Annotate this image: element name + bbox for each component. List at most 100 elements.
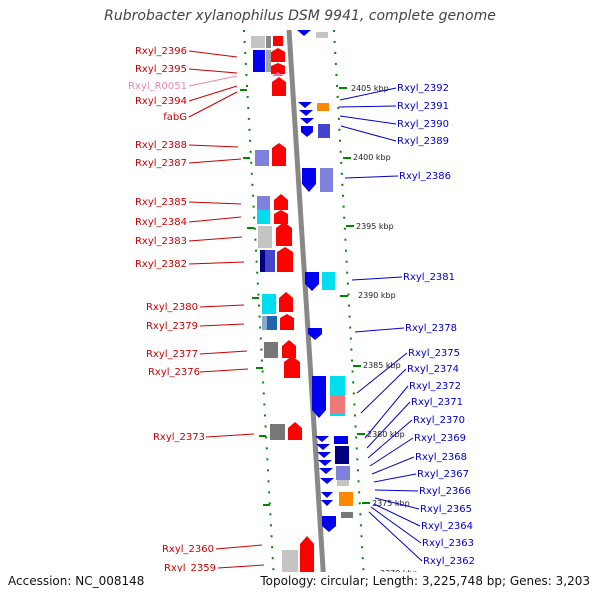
gene-label[interactable]: Rxyl_2378 bbox=[405, 323, 457, 334]
gene-label[interactable]: Rxyl_2363 bbox=[422, 538, 474, 549]
gene-arrow[interactable] bbox=[276, 222, 292, 246]
gene-arrow[interactable] bbox=[274, 194, 288, 210]
gene-label[interactable]: Rxyl_2392 bbox=[397, 83, 449, 94]
gene-arrow[interactable] bbox=[297, 30, 311, 36]
gene-label[interactable]: Rxyl_2364 bbox=[421, 521, 473, 532]
gene-label[interactable]: Rxyl_R0051 bbox=[128, 81, 187, 92]
gene-label[interactable]: Rxyl_2366 bbox=[419, 486, 471, 497]
gene-arrow[interactable] bbox=[274, 210, 288, 224]
gene-label[interactable]: Rxyl_2379 bbox=[146, 321, 198, 332]
gene-arrow[interactable] bbox=[308, 328, 322, 340]
gene-label[interactable]: Rxyl_2394 bbox=[135, 96, 187, 107]
gene-label[interactable]: Rxyl_2359 bbox=[164, 563, 216, 574]
gene-block[interactable] bbox=[341, 512, 353, 518]
gene-arrow[interactable] bbox=[273, 36, 283, 46]
gene-label[interactable]: Rxyl_2360 bbox=[162, 544, 214, 555]
gene-arrow[interactable] bbox=[315, 436, 329, 442]
gene-block[interactable] bbox=[267, 316, 277, 330]
gene-arrow[interactable] bbox=[277, 247, 293, 272]
gene-block[interactable] bbox=[316, 32, 328, 38]
gene-label[interactable]: Rxyl_2391 bbox=[397, 101, 449, 112]
gene-block[interactable] bbox=[270, 424, 285, 440]
gene-block[interactable] bbox=[258, 226, 272, 248]
gene-arrow[interactable] bbox=[279, 292, 293, 312]
gene-block[interactable] bbox=[257, 210, 270, 224]
gene-label[interactable]: Rxyl_2383 bbox=[135, 236, 187, 247]
gene-label[interactable]: Rxyl_2382 bbox=[135, 259, 187, 270]
gene-block[interactable] bbox=[335, 446, 349, 464]
gene-label[interactable]: Rxyl_2388 bbox=[135, 140, 187, 151]
gene-arrow[interactable] bbox=[299, 110, 313, 116]
gene-block[interactable] bbox=[251, 36, 265, 48]
rna-marker[interactable] bbox=[272, 72, 284, 76]
gene-arrow[interactable] bbox=[302, 168, 316, 192]
gene-block[interactable] bbox=[260, 250, 265, 272]
gene-label[interactable]: Rxyl_2389 bbox=[397, 136, 449, 147]
gene-arrow[interactable] bbox=[300, 536, 314, 572]
gene-label[interactable]: Rxyl_2365 bbox=[420, 504, 472, 515]
gene-label[interactable]: Rxyl_2374 bbox=[407, 364, 459, 375]
gene-arrow[interactable] bbox=[316, 444, 330, 450]
gene-label[interactable]: Rxyl_2387 bbox=[135, 158, 187, 169]
gene-label[interactable]: Rxyl_2395 bbox=[135, 64, 187, 75]
gene-label[interactable]: Rxyl_2369 bbox=[414, 433, 466, 444]
gene-label[interactable]: Rxyl_2380 bbox=[146, 302, 198, 313]
gene-block[interactable] bbox=[320, 168, 333, 192]
gene-label[interactable]: Rxyl_2381 bbox=[403, 272, 455, 283]
gene-block[interactable] bbox=[265, 250, 275, 272]
gene-arrow[interactable] bbox=[301, 126, 313, 137]
gene-arrow[interactable] bbox=[321, 500, 333, 506]
gene-block[interactable] bbox=[330, 396, 345, 414]
gene-arrow[interactable] bbox=[317, 452, 331, 458]
gene-label[interactable]: Rxyl_2371 bbox=[411, 397, 463, 408]
gene-label[interactable]: Rxyl_2385 bbox=[135, 197, 187, 208]
gene-arrow[interactable] bbox=[271, 63, 285, 74]
gene-block[interactable] bbox=[339, 492, 353, 506]
gene-arrow[interactable] bbox=[272, 143, 286, 166]
gene-label[interactable]: Rxyl_2375 bbox=[408, 348, 460, 359]
gene-arrow[interactable] bbox=[320, 478, 334, 484]
gene-block[interactable] bbox=[257, 196, 270, 210]
gene-block[interactable] bbox=[282, 550, 298, 572]
gene-block[interactable] bbox=[253, 50, 265, 72]
gene-block[interactable] bbox=[266, 50, 271, 72]
gene-arrow[interactable] bbox=[300, 118, 314, 124]
gene-arrow[interactable] bbox=[288, 422, 302, 440]
gene-block[interactable] bbox=[264, 342, 278, 358]
gene-arrow[interactable] bbox=[321, 492, 333, 498]
gene-label[interactable]: Rxyl_2362 bbox=[423, 556, 475, 567]
gene-label[interactable]: Rxyl_2358 bbox=[166, 582, 218, 593]
gene-label[interactable]: Rxyl_2386 bbox=[399, 171, 451, 182]
gene-arrow[interactable] bbox=[280, 314, 294, 330]
gene-label[interactable]: fabG bbox=[163, 112, 187, 123]
gene-label[interactable]: Rxyl_2368 bbox=[415, 452, 467, 463]
gene-block[interactable] bbox=[337, 480, 349, 486]
gene-arrow[interactable] bbox=[305, 272, 319, 291]
gene-arrow[interactable] bbox=[298, 102, 312, 108]
gene-block[interactable] bbox=[262, 294, 276, 314]
gene-block[interactable] bbox=[317, 103, 329, 111]
gene-block[interactable] bbox=[255, 150, 269, 166]
gene-label[interactable]: Rxyl_2384 bbox=[135, 217, 187, 228]
gene-label[interactable]: Rxyl_2367 bbox=[417, 469, 469, 480]
gene-arrow[interactable] bbox=[284, 356, 300, 378]
gene-arrow[interactable] bbox=[282, 340, 296, 358]
gene-arrow[interactable] bbox=[318, 460, 332, 466]
gene-arrow[interactable] bbox=[271, 48, 285, 62]
gene-arrow[interactable] bbox=[312, 376, 326, 418]
gene-label[interactable]: Rxyl_2370 bbox=[413, 415, 465, 426]
gene-label[interactable]: Rxyl_2376 bbox=[148, 367, 200, 378]
gene-arrow[interactable] bbox=[272, 77, 286, 96]
gene-block[interactable] bbox=[266, 36, 271, 48]
gene-block[interactable] bbox=[322, 272, 335, 290]
gene-block[interactable] bbox=[262, 316, 267, 330]
gene-block[interactable] bbox=[318, 124, 330, 138]
gene-block[interactable] bbox=[334, 436, 348, 444]
gene-label[interactable]: Rxyl_2372 bbox=[409, 381, 461, 392]
gene-label[interactable]: Rxyl_2390 bbox=[397, 119, 449, 130]
gene-block[interactable] bbox=[336, 466, 350, 480]
gene-label[interactable]: Rxyl_2373 bbox=[153, 432, 205, 443]
gene-arrow[interactable] bbox=[322, 516, 336, 532]
gene-label[interactable]: Rxyl_2396 bbox=[135, 46, 187, 57]
gene-label[interactable]: Rxyl_2377 bbox=[146, 349, 198, 360]
